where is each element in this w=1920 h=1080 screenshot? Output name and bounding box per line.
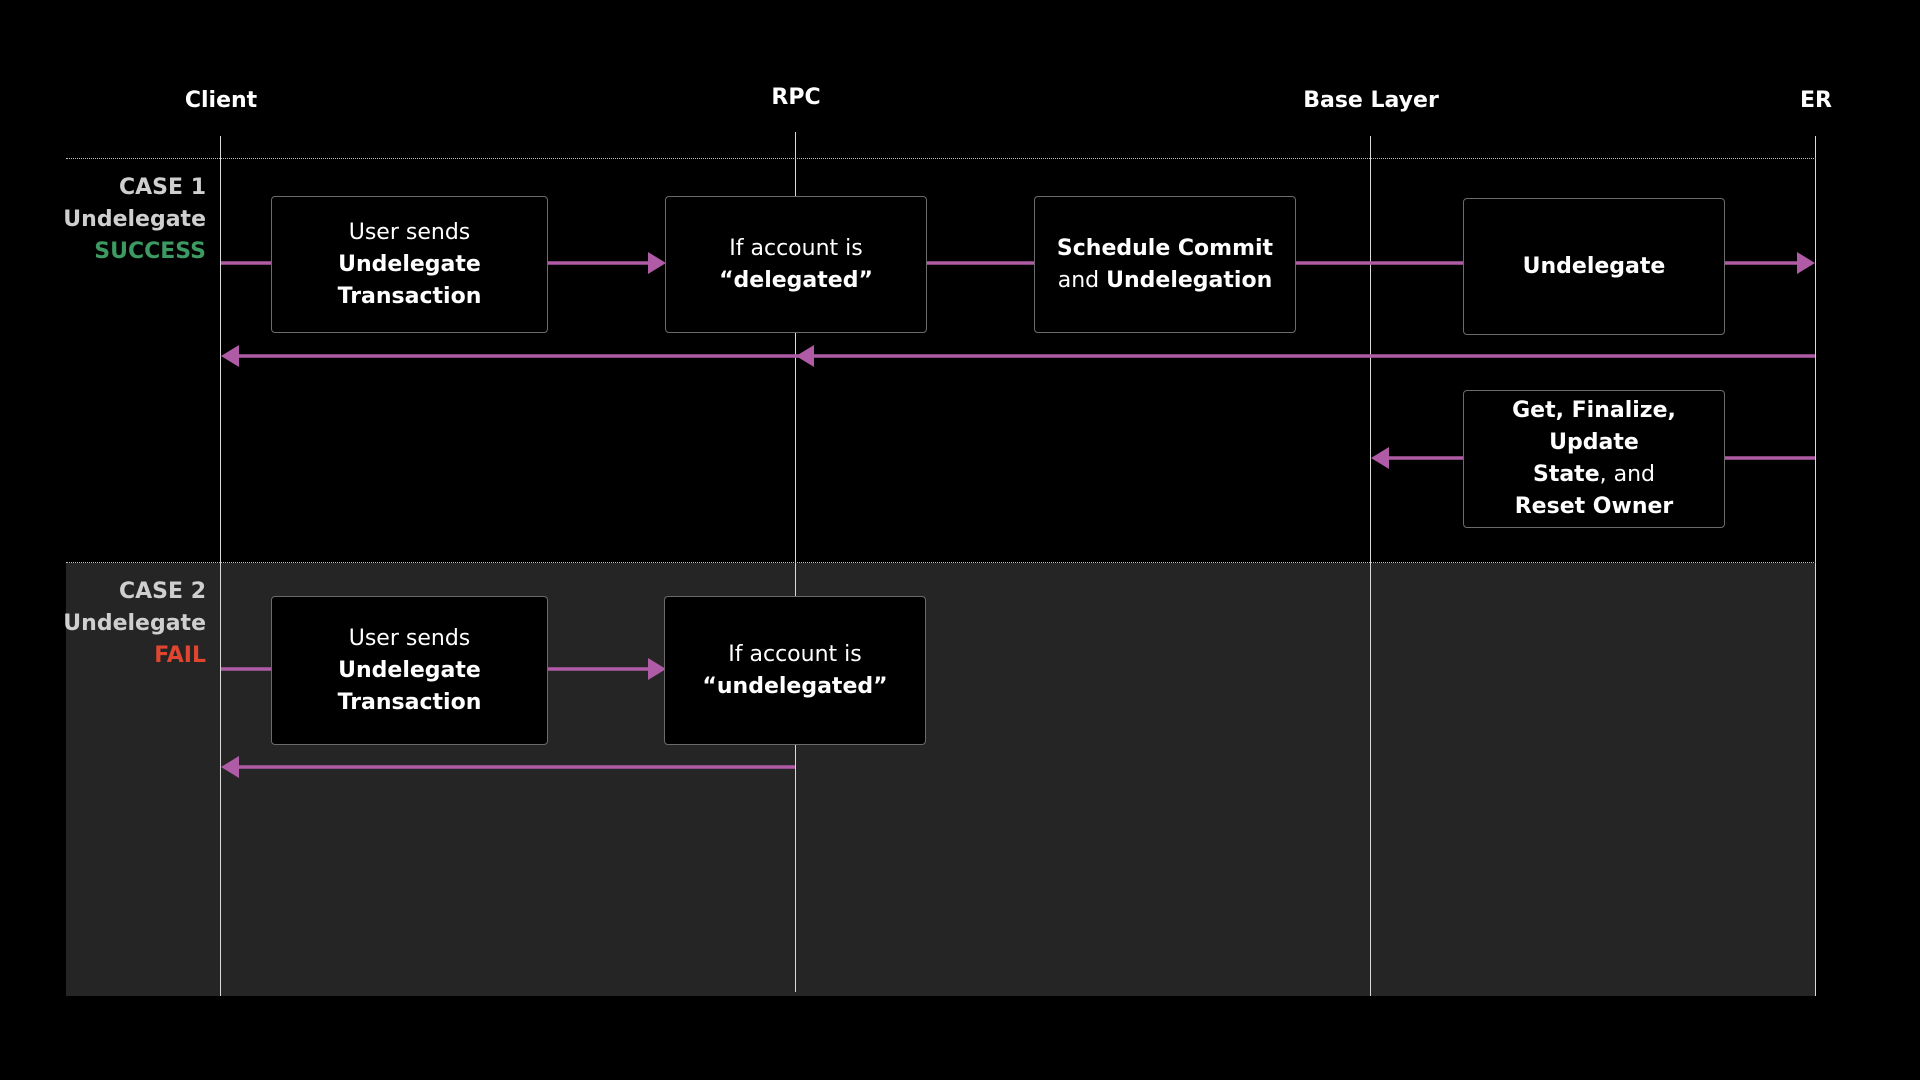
case2-action: Undelegate: [63, 611, 206, 636]
box-user-sends: User sends Undelegate Transaction: [271, 196, 548, 333]
box-schedule-line1: Schedule Commit: [1056, 235, 1274, 261]
box-case2-user-sends: User sends Undelegate Transaction: [271, 596, 548, 745]
actor-er: ER: [1800, 88, 1832, 113]
box-undelegate-label: Undelegate: [1522, 253, 1666, 279]
box-finalize-line1: Get, Finalize, Update: [1512, 398, 1676, 455]
box-if-undelegated-line1: If account is: [728, 641, 862, 667]
actor-base-layer: Base Layer: [1303, 88, 1439, 113]
box-schedule-line2: and Undelegation: [1057, 265, 1273, 297]
base-layer-lifeline: [1370, 136, 1371, 996]
box-finalize: Get, Finalize, Update State, and Reset O…: [1463, 390, 1725, 528]
case2-result: FAIL: [154, 643, 206, 668]
header-separator: [66, 158, 1816, 159]
arrowhead-rpc: [648, 252, 666, 274]
case1-action: Undelegate: [63, 207, 206, 232]
box-schedule-bold: Undelegation: [1106, 267, 1273, 293]
box-if-undelegated-line2: “undelegated”: [702, 673, 888, 699]
arrowhead-er: [1797, 252, 1815, 274]
case2-label: CASE 2: [118, 579, 206, 604]
box-case2-user-line1: User sends: [348, 625, 471, 651]
case-separator: [66, 562, 1816, 563]
box-finalize-state: State: [1532, 462, 1600, 487]
arrowhead-rpc-return: [796, 345, 814, 367]
arrowhead-case2-client: [221, 756, 239, 778]
box-user-sends-line1: User sends: [348, 219, 471, 245]
box-if-undelegated: If account is “undelegated”: [664, 596, 926, 745]
box-if-delegated: If account is “delegated”: [665, 196, 927, 333]
actor-rpc: RPC: [771, 85, 821, 110]
actor-client: Client: [184, 88, 258, 113]
arrowhead-base-layer: [1371, 447, 1389, 469]
box-user-sends-line3: Transaction: [337, 283, 482, 309]
arrowhead-client: [221, 345, 239, 367]
case2-label-group: CASE 2 Undelegate FAIL: [63, 576, 206, 672]
box-finalize-line3: Reset Owner: [1514, 494, 1674, 519]
case1-result: SUCCESS: [94, 239, 206, 264]
box-case2-user-line3: Transaction: [337, 689, 482, 715]
arrowhead-case2-rpc: [648, 658, 666, 680]
client-lifeline: [220, 136, 221, 996]
er-lifeline: [1815, 136, 1816, 996]
box-finalize-line2: State, and: [1464, 459, 1724, 491]
box-case2-user-line2: Undelegate: [338, 657, 481, 683]
box-schedule-and: and: [1057, 267, 1100, 293]
case1-label-group: CASE 1 Undelegate SUCCESS: [63, 172, 206, 268]
box-undelegate: Undelegate: [1463, 198, 1725, 335]
box-schedule-commit: Schedule Commit and Undelegation: [1034, 196, 1296, 333]
box-if-delegated-line2: “delegated”: [719, 267, 873, 293]
box-if-delegated-line1: If account is: [729, 235, 863, 261]
box-finalize-and: , and: [1599, 462, 1656, 487]
case1-label: CASE 1: [118, 175, 206, 200]
box-user-sends-line2: Undelegate: [338, 251, 481, 277]
